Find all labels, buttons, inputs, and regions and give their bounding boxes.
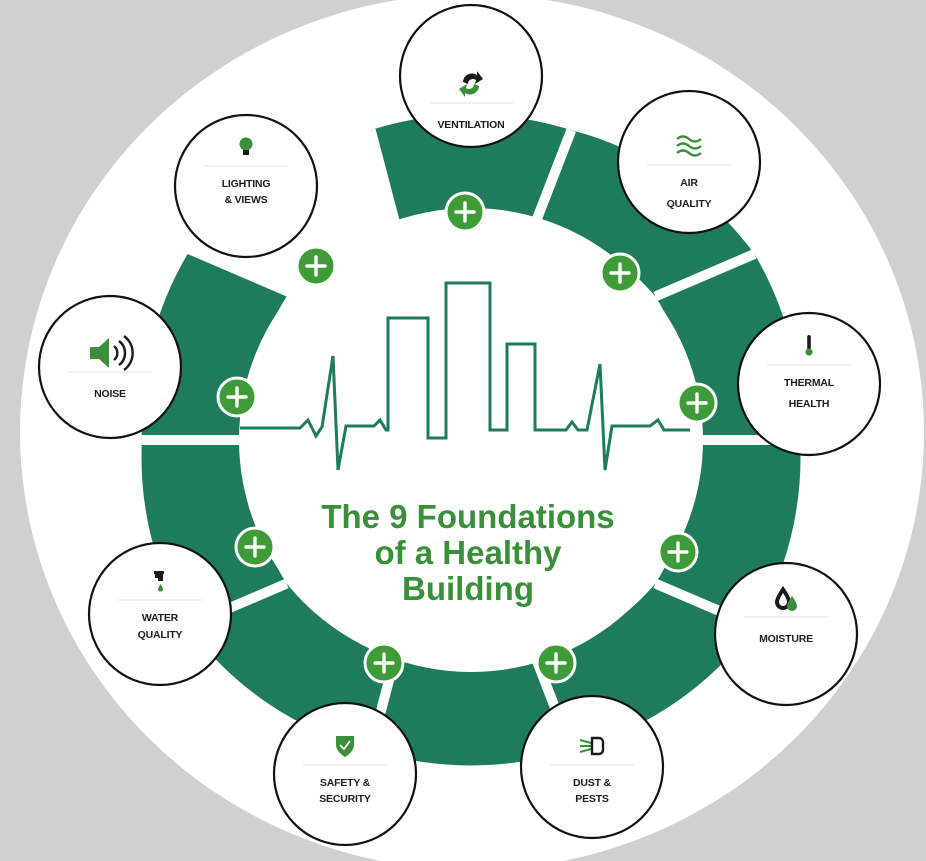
skyline-heartbeat-line — [240, 281, 690, 471]
foundation-circle — [37, 294, 183, 440]
foundation-label: MOISTURE — [759, 633, 813, 645]
title-line: Building — [402, 570, 534, 607]
air-waves-icon — [676, 135, 702, 157]
foundation-node-lighting-views: LIGHTING & VIEWS — [173, 113, 319, 259]
ring-segment-ventilation — [370, 114, 572, 222]
plus-badge — [234, 526, 276, 568]
plus-badge — [657, 531, 699, 573]
plus-icon — [226, 386, 248, 408]
foundation-label: SAFETY & — [320, 777, 371, 789]
foundation-circle — [519, 694, 665, 840]
plus-badge — [535, 642, 577, 684]
thermometer-icon — [805, 335, 813, 356]
plus-icon — [305, 255, 327, 277]
shield-icon — [336, 736, 354, 757]
foundation-node-safety-security: SAFETY & SECURITY — [272, 701, 418, 847]
foundation-circle — [736, 311, 882, 457]
foundation-circle — [87, 541, 233, 687]
plus-icon — [373, 652, 395, 674]
foundation-label: HEALTH — [789, 398, 830, 410]
ring-divider — [365, 128, 400, 224]
foundation-node-noise: NOISE — [37, 294, 183, 440]
foundation-label: DUST & — [573, 777, 612, 789]
ventilation-arrows-icon — [459, 71, 483, 97]
foundation-circle — [713, 561, 859, 707]
speaker-icon — [90, 335, 134, 371]
faucet-icon — [154, 571, 164, 592]
water-drops-icon — [775, 586, 797, 611]
foundation-label: QUALITY — [138, 629, 183, 641]
foundation-label: WATER — [142, 612, 179, 624]
plus-icon — [686, 392, 708, 414]
ring-divider — [531, 128, 576, 224]
foundation-node-thermal-health: THERMAL HEALTH — [736, 311, 882, 457]
plus-badge — [444, 191, 486, 233]
plus-badge — [676, 382, 718, 424]
ring-divider — [653, 249, 757, 302]
plus-icon — [244, 536, 266, 558]
plus-badge — [295, 245, 337, 287]
plus-badge — [599, 252, 641, 294]
foundation-node-water-quality: WATER QUALITY — [87, 541, 233, 687]
foundation-label: AIR — [680, 177, 698, 189]
foundation-circle — [616, 89, 762, 235]
foundation-label: SECURITY — [319, 793, 371, 805]
foundation-circle — [272, 701, 418, 847]
foundation-node-ventilation: VENTILATION — [398, 3, 544, 149]
foundation-node-air-quality: AIR QUALITY — [616, 89, 762, 235]
light-bulb-icon — [239, 137, 253, 155]
plus-icon — [667, 541, 689, 563]
foundation-label: QUALITY — [667, 198, 712, 210]
foundation-node-dust-pests: DUST & PESTS — [519, 694, 665, 840]
dust-spray-icon — [579, 736, 605, 756]
plus-badge — [216, 376, 258, 418]
foundation-label: LIGHTING — [222, 178, 271, 190]
foundation-label: NOISE — [94, 388, 126, 400]
plus-icon — [609, 262, 631, 284]
title-line: of a Healthy — [374, 534, 562, 571]
foundation-label: & VIEWS — [225, 194, 268, 206]
inner-white-disc — [239, 208, 703, 672]
foundation-nodes: VENTILATION AIR QUALITY THERMAL HEALTH MOISTU… — [37, 3, 882, 847]
foundation-label: PESTS — [575, 793, 609, 805]
ring-segment-safety-security — [370, 658, 572, 766]
title-line: The 9 Foundations — [321, 498, 614, 535]
foundation-circle — [173, 113, 319, 259]
plus-badge — [363, 642, 405, 684]
plus-icon — [545, 652, 567, 674]
foundation-label: VENTILATION — [437, 119, 504, 131]
plus-icon — [454, 201, 476, 223]
foundation-label: THERMAL — [784, 377, 835, 389]
foundation-node-moisture: MOISTURE — [713, 561, 859, 707]
